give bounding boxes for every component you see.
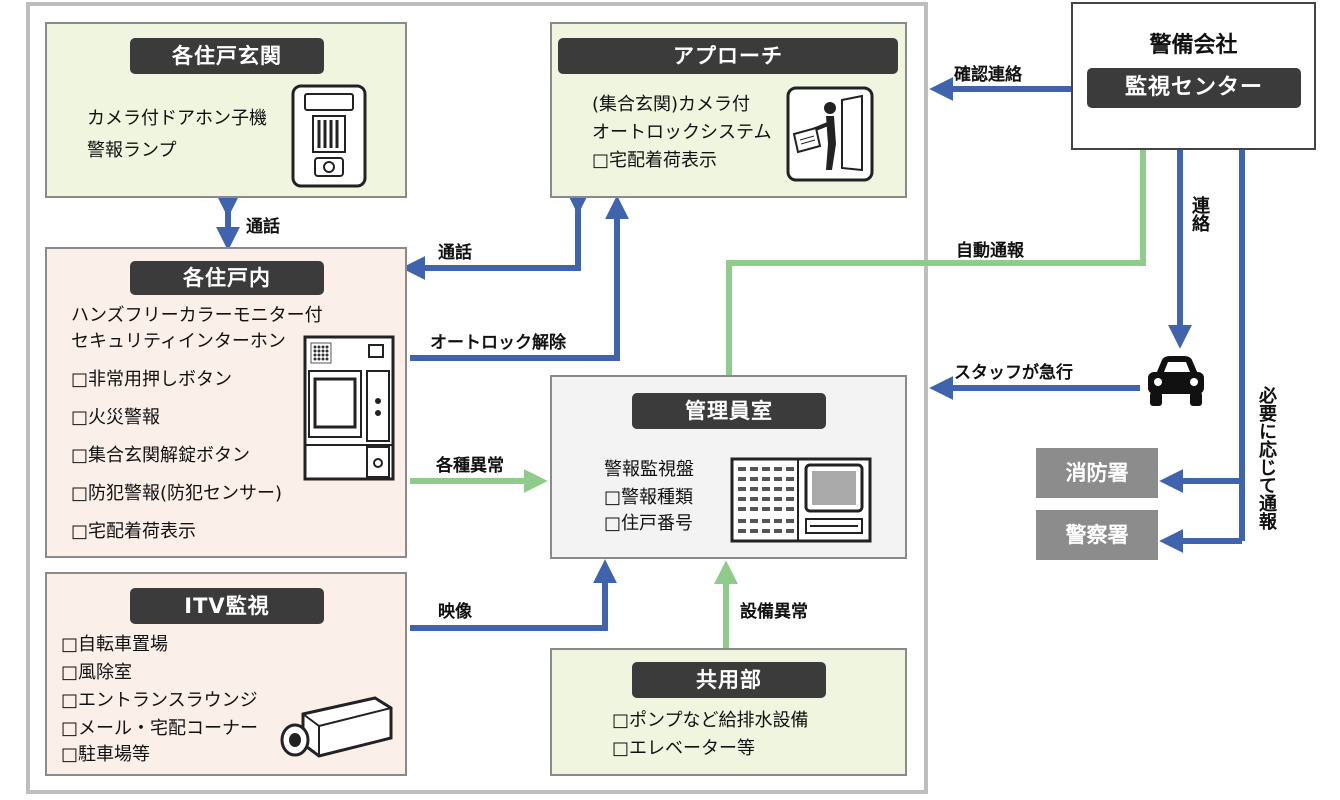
node-entrance: 各住戸玄関 カメラ付ドアホン子機 警報ランプ: [45, 22, 407, 198]
node-unit-line-4: □火災警報: [71, 407, 161, 428]
node-unit-line-2: セキュリティインターホン: [71, 331, 286, 352]
node-entrance-title: 各住戸玄関: [130, 38, 324, 74]
edge-video: [410, 559, 617, 631]
doorphone-icon: [291, 84, 367, 188]
node-common: 共用部 □ポンプなど給排水設備 □エレベーター等: [550, 648, 907, 776]
alarm-panel-icon: [730, 457, 872, 543]
node-approach-line-3: □宅配着荷表示: [592, 150, 718, 171]
edge-call-approach-unit: [401, 190, 590, 280]
car-icon: [1148, 356, 1204, 406]
node-entrance-line-1: カメラ付ドアホン子機: [87, 108, 267, 129]
edge-auto-report: [726, 105, 1155, 375]
cctv-camera-icon: [280, 696, 393, 758]
edge-autolock: [410, 195, 629, 361]
node-common-title: 共用部: [632, 662, 826, 698]
node-fire-station: 消防署: [1036, 448, 1158, 498]
node-itv-title: ITV監視: [130, 588, 324, 624]
node-unit-line-7: □宅配着荷表示: [71, 521, 197, 542]
node-unit-line-5: □集合玄関解錠ボタン: [71, 445, 251, 466]
node-approach-title: アプローチ: [558, 38, 898, 74]
autolock-panel-icon: [786, 86, 874, 182]
node-itv-line-1: □自転車置場: [61, 634, 169, 655]
node-office-title: 管理員室: [632, 393, 826, 429]
node-entrance-line-2: 警報ランプ: [87, 140, 177, 161]
node-office-line-2: □警報種類: [604, 487, 694, 508]
complex-frame: [26, 2, 928, 794]
node-unit-line-6: □防犯警報(防犯センサー): [71, 483, 283, 504]
label-confirm: 確認連絡: [954, 65, 1022, 85]
label-auto-report: 自動通報: [956, 241, 1024, 261]
label-anomalies: 各種異常: [436, 456, 504, 476]
node-police-station: 警察署: [1036, 510, 1158, 560]
node-unit-line-3: □非常用押しボタン: [71, 369, 233, 390]
node-office-line-3: □住戸番号: [604, 513, 694, 534]
node-itv-line-4: □メール・宅配コーナー: [61, 718, 259, 739]
node-monitoring-center: 監視センター: [1087, 68, 1301, 108]
node-itv-line-5: □駐車場等: [61, 744, 151, 765]
node-itv-line-3: □エントランスラウンジ: [61, 690, 258, 711]
label-staff: スタッフが急行: [954, 363, 1073, 383]
node-office-line-1: 警報監視盤: [604, 459, 694, 480]
node-approach-line-2: オートロックシステム: [592, 122, 772, 143]
label-as-needed: 必要に応じて通報: [1256, 386, 1277, 530]
node-common-line-2: □エレベーター等: [612, 738, 756, 759]
node-office: 管理員室 警報監視盤 □警報種類 □住戸番号: [550, 375, 907, 559]
node-security-company-title: 警備会社: [1149, 33, 1238, 58]
node-approach-line-1: (集合玄関)カメラ付: [592, 94, 751, 115]
label-contact: 連絡: [1189, 196, 1210, 232]
node-unit-line-1: ハンズフリーカラーモニター付: [71, 305, 323, 326]
label-video: 映像: [438, 602, 472, 622]
node-approach: アプローチ (集合玄関)カメラ付 オートロックシステム □宅配着荷表示: [550, 22, 907, 198]
node-security-company: 警備会社 監視センター: [1071, 2, 1316, 150]
node-itv: ITV監視 □自転車置場 □風除室 □エントランスラウンジ □メール・宅配コーナ…: [45, 572, 407, 776]
label-equipment: 設備異常: [740, 602, 808, 622]
label-call-1: 通話: [246, 217, 280, 237]
label-autolock: オートロック解除: [430, 333, 566, 353]
node-unit-title: 各住戸内: [130, 261, 324, 295]
node-unit: 各住戸内 ハンズフリーカラーモニター付 セキュリティインターホン □非常用押しボ…: [45, 247, 407, 558]
label-call-2: 通話: [438, 243, 472, 263]
intercom-monitor-icon: [303, 335, 395, 481]
node-common-line-1: □ポンプなど給排水設備: [612, 710, 809, 731]
node-itv-line-2: □風除室: [61, 662, 133, 683]
